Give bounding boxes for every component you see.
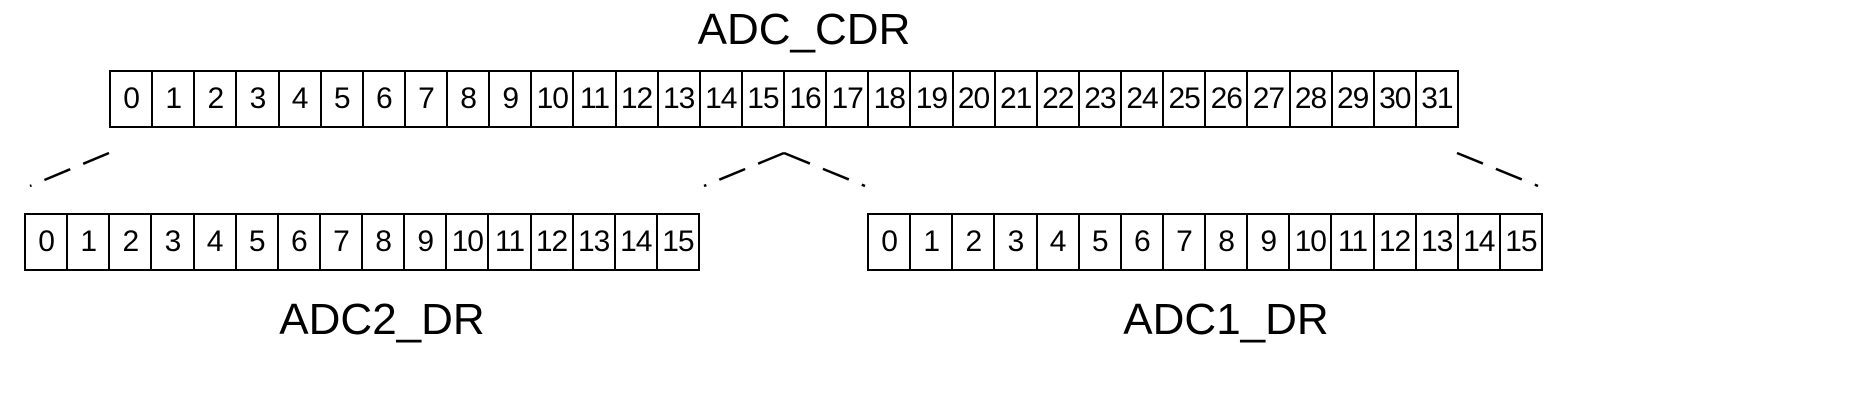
adc1-bit-cell: 6 [1122, 215, 1164, 269]
cdr-bit-cell: 13 [659, 72, 701, 126]
adc1-bit-cell: 2 [953, 215, 996, 269]
cdr-bit-cell: 21 [996, 72, 1038, 126]
cdr-bit-cell: 10 [532, 72, 575, 126]
adc1-bit-cell: 1 [911, 215, 954, 269]
cdr-bit-cell: 4 [280, 72, 322, 126]
adc1-bit-cell: 11 [1332, 215, 1375, 269]
adc2-left-connector [29, 151, 110, 188]
adc1-left-connector [783, 151, 866, 188]
cdr-bit-cell: 2 [195, 72, 238, 126]
cdr-bit-cell: 8 [448, 72, 491, 126]
cdr-bit-cell: 7 [406, 72, 448, 126]
cdr-bit-cell: 28 [1291, 72, 1333, 126]
adc1-bit-cell: 9 [1248, 215, 1291, 269]
adc1-bit-cell: 12 [1375, 215, 1417, 269]
cdr-bit-cell: 19 [911, 72, 954, 126]
cdr-bit-cell: 16 [785, 72, 828, 126]
cdr-bit-cell: 18 [869, 72, 912, 126]
cdr-bit-cell: 14 [701, 72, 743, 126]
cdr-bit-cell: 26 [1206, 72, 1249, 126]
cdr-bit-cell: 20 [954, 72, 996, 126]
adc2-dr-title: ADC2_DR [279, 295, 485, 344]
adc2-bit-cell: 7 [321, 215, 363, 269]
adc1-bit-cell: 0 [869, 215, 912, 269]
cdr-bit-cell: 29 [1333, 72, 1375, 126]
cdr-bit-cell: 24 [1122, 72, 1165, 126]
cdr-bit-cell: 1 [153, 72, 196, 126]
adc1-bit-cell: 8 [1206, 215, 1249, 269]
adc1-bit-cell: 3 [995, 215, 1038, 269]
cdr-bit-cell: 23 [1080, 72, 1122, 126]
adc2-bit-cell: 15 [662, 225, 694, 258]
cdr-bit-cell: 31 [1421, 82, 1453, 115]
cdr-bit-cell: 12 [617, 72, 659, 126]
adc1-bit-cell: 5 [1080, 215, 1122, 269]
cdr-bit-cell: 30 [1375, 72, 1417, 126]
adc2-bit-cell: 12 [532, 215, 574, 269]
cdr-bit-cell: 6 [364, 72, 406, 126]
cdr-bit-cell: 9 [490, 72, 533, 126]
cdr-bit-cell: 22 [1038, 72, 1080, 126]
adc1-bit-cell: 14 [1459, 215, 1501, 269]
adc2-bit-cell: 0 [26, 215, 69, 269]
adc2-bit-cell: 9 [405, 215, 448, 269]
adc2-bit-cell: 10 [447, 215, 490, 269]
adc2-bit-cell: 11 [489, 215, 532, 269]
adc2-bit-cell: 4 [195, 215, 237, 269]
adc2-bit-cell: 6 [279, 215, 321, 269]
adc2-bit-cell: 14 [616, 215, 658, 269]
adc1-dr-title: ADC1_DR [1123, 295, 1329, 344]
cdr-bit-cell: 0 [111, 72, 154, 126]
cdr-bit-cell: 5 [322, 72, 364, 126]
cdr-bit-cell: 15 [743, 72, 785, 126]
cdr-bit-cell: 3 [237, 72, 280, 126]
adc2-bit-cell: 5 [237, 215, 279, 269]
adc2-bit-cell: 2 [110, 215, 153, 269]
adc1-bit-cell: 4 [1038, 215, 1080, 269]
cdr-bit-cell: 11 [574, 72, 617, 126]
adc2-bit-cell: 8 [363, 215, 406, 269]
adc2-bit-cell: 3 [152, 215, 195, 269]
adc-cdr-title: ADC_CDR [697, 5, 911, 54]
cdr-bit-cell: 25 [1164, 72, 1207, 126]
adc2-right-connector [703, 151, 785, 188]
cdr-bit-cell: 27 [1248, 72, 1291, 126]
adc2-bit-cell: 13 [574, 215, 616, 269]
adc1-bit-cell: 15 [1505, 225, 1537, 258]
adc2-bit-cell: 1 [68, 215, 111, 269]
cdr-bit-cell: 17 [827, 72, 870, 126]
adc1-bit-cell: 7 [1164, 215, 1206, 269]
adc1-bit-cell: 10 [1290, 215, 1333, 269]
adc1-right-connector [1456, 151, 1539, 188]
adc1-bit-cell: 13 [1417, 215, 1459, 269]
